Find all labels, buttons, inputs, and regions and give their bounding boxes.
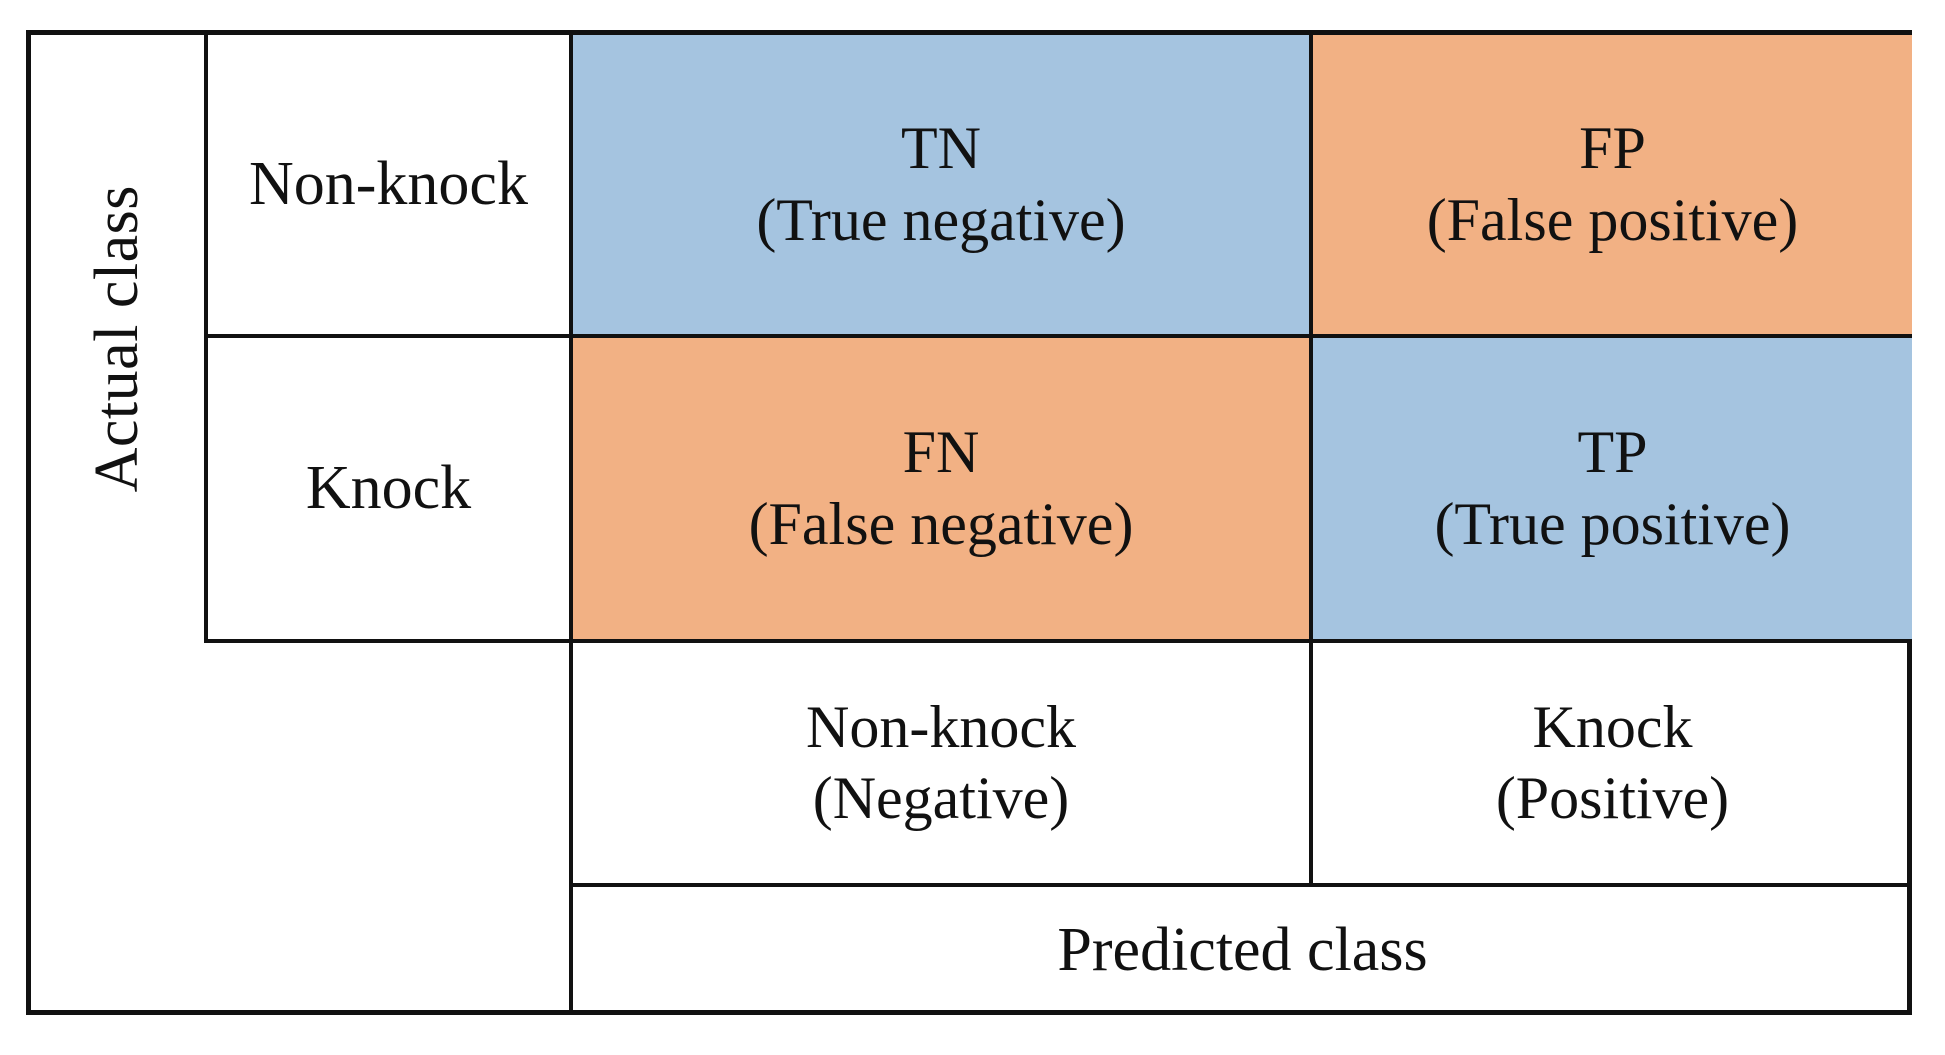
- matrix-cell-fp-full: (False positive): [1426, 186, 1799, 253]
- matrix-cell-false-positive: FP (False positive): [1313, 35, 1912, 338]
- matrix-cell-fp-abbr: FP: [1579, 115, 1646, 182]
- column-label-knock-polarity: (Positive): [1495, 765, 1730, 831]
- matrix-cell-tn-full: (True negative): [756, 186, 1126, 253]
- empty-corner-cell: [31, 643, 573, 1015]
- actual-class-axis-label: Actual class: [31, 35, 208, 643]
- column-label-non-knock: Non-knock (Negative): [573, 643, 1313, 887]
- matrix-cell-fn-full: (False negative): [748, 490, 1134, 557]
- column-label-non-knock-polarity: (Negative): [812, 765, 1070, 831]
- predicted-class-axis-text: Predicted class: [1057, 916, 1428, 985]
- actual-class-axis-text: Actual class: [82, 185, 151, 493]
- row-label-knock: Knock: [208, 338, 573, 643]
- column-label-knock-name: Knock: [1532, 693, 1693, 760]
- row-label-knock-text: Knock: [305, 453, 472, 522]
- matrix-cell-true-negative: TN (True negative): [573, 35, 1313, 338]
- matrix-cell-tp-full: (True positive): [1434, 490, 1791, 557]
- row-label-non-knock-text: Non-knock: [249, 149, 528, 218]
- matrix-cell-false-negative: FN (False negative): [573, 338, 1313, 643]
- row-label-non-knock: Non-knock: [208, 35, 573, 338]
- column-label-non-knock-name: Non-knock: [806, 693, 1076, 760]
- column-label-knock: Knock (Positive): [1313, 643, 1912, 887]
- matrix-frame: Actual class Non-knock Knock TN (True ne…: [26, 30, 1912, 1015]
- matrix-cell-tn-abbr: TN: [901, 115, 981, 182]
- matrix-cell-tp-abbr: TP: [1577, 419, 1648, 486]
- matrix-cell-fn-abbr: FN: [902, 419, 980, 486]
- predicted-class-axis-label: Predicted class: [573, 887, 1912, 1015]
- matrix-cell-true-positive: TP (True positive): [1313, 338, 1912, 643]
